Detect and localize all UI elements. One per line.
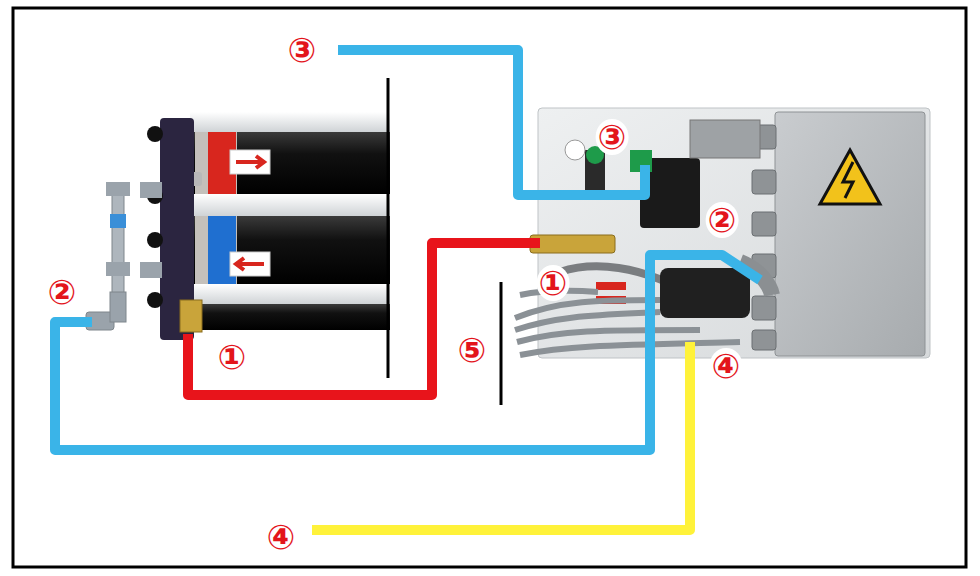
callout-number: ① — [537, 265, 570, 301]
filter-assembly — [86, 112, 390, 340]
blue-leader-2 — [55, 255, 760, 450]
bracket-line — [500, 282, 503, 405]
callout-number: ③ — [286, 32, 319, 68]
blue-leader-3 — [338, 50, 645, 195]
control-panel — [530, 108, 930, 358]
frame — [13, 8, 966, 567]
callout-number: ① — [216, 339, 249, 375]
callout-number: ② — [46, 274, 79, 310]
separator-line — [387, 78, 390, 378]
callout-number: ④ — [710, 348, 743, 384]
callout-number: ⑤ — [456, 332, 489, 368]
red-leader-1 — [188, 243, 540, 395]
yellow-leader-4 — [312, 342, 690, 530]
callout-number: ④ — [265, 519, 298, 555]
callout-number: ② — [706, 202, 739, 238]
callout-number: ③ — [596, 119, 629, 155]
